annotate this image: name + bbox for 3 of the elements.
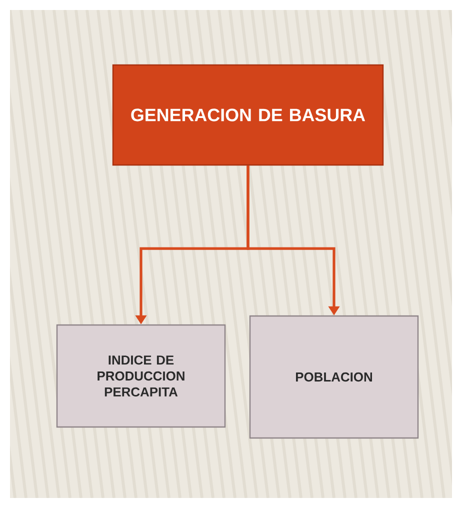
title-box: GENERACION DE BASURA (112, 64, 384, 166)
process-box: INDICE DE PRODUCCION PERCAPITA (56, 324, 226, 428)
process-box: POBLACION (249, 315, 419, 439)
